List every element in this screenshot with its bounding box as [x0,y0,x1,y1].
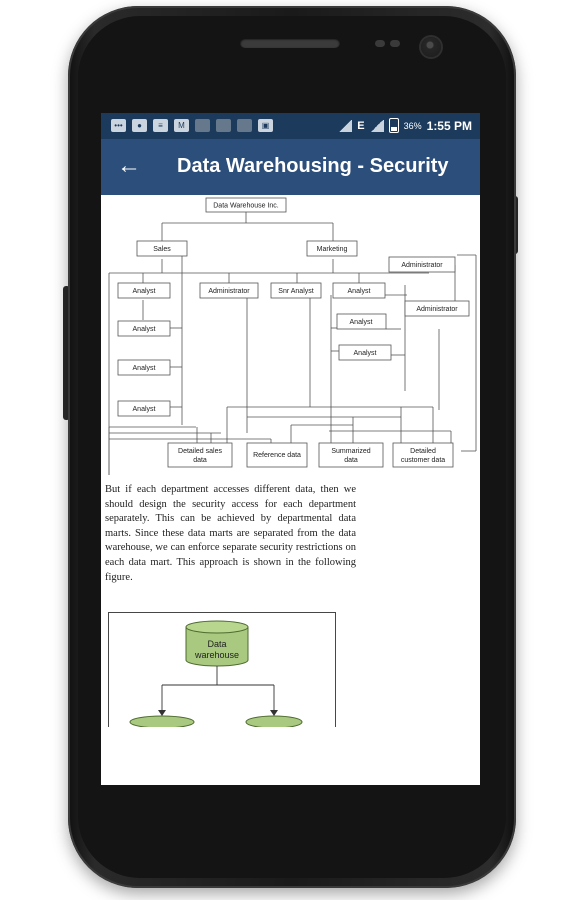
network-type: E [357,119,365,132]
node-root: Data Warehouse Inc. [213,203,279,210]
node-detailed-customer-data-l1: Detailed [410,448,436,455]
data-warehouse-cylinder [185,620,249,667]
data-mart-cylinder [245,715,303,727]
phone-screen: ••• ● ≡ M ▣ E 36% 1:55 PM ← Data Warehou… [101,113,480,785]
notification-icons: ••• ● ≡ M ▣ [111,119,273,132]
arrow-head [158,710,166,716]
app-notification-icon: ● [132,119,147,132]
node-reference-data: Reference data [253,452,301,459]
app-notification-icon [237,119,252,132]
article-paragraph: But if each department accesses differen… [105,484,356,583]
node-summarized-data-l2: data [344,457,358,464]
node-snr-analyst: Snr Analyst [278,288,313,295]
arrow-head [270,710,278,716]
node-detailed-sales-data-l1: Detailed sales [178,448,222,455]
gmail-notification-icon: M [174,119,189,132]
light-sensor [390,40,400,47]
node-administrator-top: Administrator [401,262,443,269]
node-summarized-data-l1: Summarized [331,448,370,455]
chat-notification-icon: ••• [111,119,126,132]
signal-icon [369,119,384,132]
node-analyst-2: Analyst [133,326,156,333]
article-content[interactable]: Data Warehouse Inc. Sales Marketing Admi… [101,195,480,785]
front-camera [421,37,441,57]
page-title: Data Warehousing - Security [177,155,449,177]
node-analyst-1: Analyst [133,288,156,295]
node-sales: Sales [153,246,171,253]
cylinder-label-l2: warehouse [194,650,239,660]
app-bar: ← Data Warehousing - Security [101,139,480,195]
node-analyst-m3: Analyst [354,350,377,357]
volume-button [63,286,70,420]
node-analyst-m1: Analyst [348,288,371,295]
proximity-sensor [375,40,385,47]
battery-icon [388,118,399,133]
app-notification-icon [216,119,231,132]
status-indicators: E 36% 1:55 PM [338,118,472,133]
node-administrator-mid: Administrator [208,288,250,295]
battery-percent: 36% [403,120,422,131]
earpiece-speaker [240,38,340,48]
status-bar: ••• ● ≡ M ▣ E 36% 1:55 PM [101,113,480,139]
arrow-left-icon[interactable]: ← [117,152,141,179]
message-notification-icon: ≡ [153,119,168,132]
cylinder-label-l1: Data [207,639,226,649]
node-marketing: Marketing [317,246,348,253]
app-notification-icon [195,119,210,132]
node-analyst-3: Analyst [133,365,156,372]
data-mart-figure: Data warehouse [108,612,336,727]
clock: 1:55 PM [426,118,472,133]
node-analyst-4: Analyst [133,406,156,413]
node-analyst-m2: Analyst [350,319,373,326]
node-detailed-sales-data-l2: data [193,457,207,464]
node-detailed-customer-data-l2: customer data [401,457,445,464]
data-mart-cylinder [129,715,195,727]
node-administrator-right: Administrator [416,306,458,313]
security-org-diagram: Data Warehouse Inc. Sales Marketing Admi… [108,197,477,475]
signal-icon [338,119,353,132]
image-notification-icon: ▣ [258,119,273,132]
